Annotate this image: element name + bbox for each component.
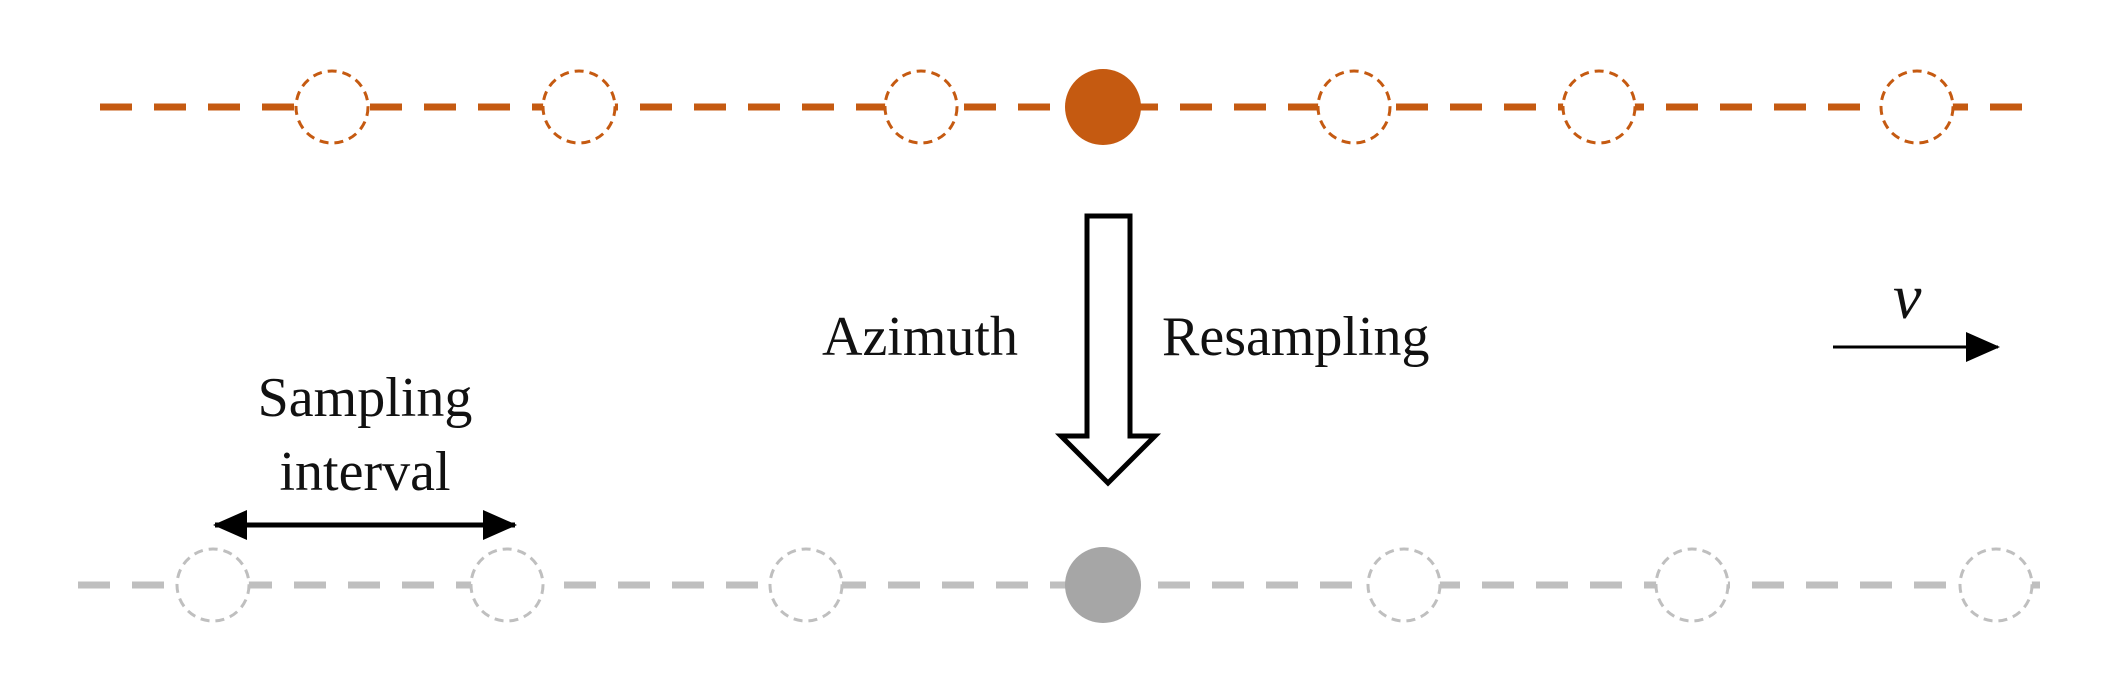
sampling-interval-label-line2: interval: [279, 441, 451, 503]
resampled-sample-hollow: [1654, 547, 1730, 623]
original-sample-hollow: [1879, 69, 1955, 145]
original-sample-hollow: [1561, 69, 1637, 145]
sampling-interval-label-line1: Sampling: [257, 367, 473, 429]
original-sample-hollow: [541, 69, 617, 145]
velocity-label: v: [1893, 261, 1922, 332]
resampled-sample-hollow: [1366, 547, 1442, 623]
resampled-sample-row: [78, 547, 2040, 623]
original-sample-filled: [1065, 69, 1141, 145]
resampled-sample-hollow: [469, 547, 545, 623]
resampling-label: Resampling: [1162, 306, 1430, 368]
resampled-sample-hollow: [768, 547, 844, 623]
resampled-sample-filled: [1065, 547, 1141, 623]
hollow-down-arrow-icon: [1054, 213, 1162, 487]
azimuth-label: Azimuth: [822, 306, 1018, 368]
resampled-sample-hollow: [1958, 547, 2034, 623]
original-sample-hollow: [294, 69, 370, 145]
original-sample-row: [100, 69, 2040, 145]
resampled-sample-hollow: [175, 547, 251, 623]
original-sample-hollow: [1316, 69, 1392, 145]
original-sample-hollow: [883, 69, 959, 145]
